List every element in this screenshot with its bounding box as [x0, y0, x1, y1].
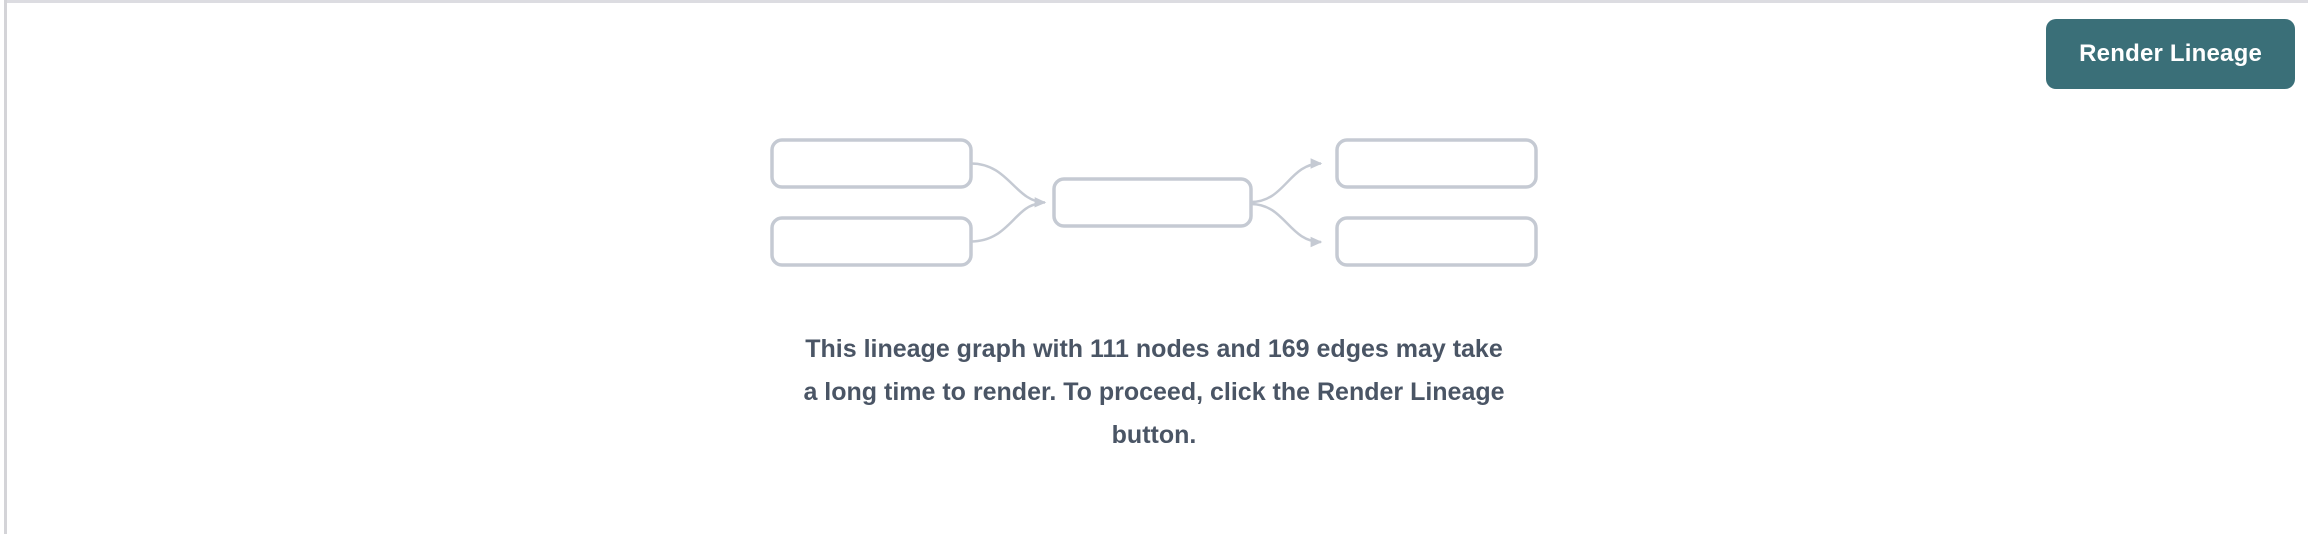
panel-left-divider [4, 0, 7, 534]
lineage-warning-line-2: a long time to render. To proceed, click… [803, 378, 1505, 406]
edge-topleft-to-middle [970, 162, 1047, 208]
lineage-warning-line-3: button. [1111, 421, 1197, 449]
lineage-warning-message: This lineage graph with 111 nodes and 16… [769, 328, 1539, 457]
lineage-warning-line-1: This lineage graph with 111 nodes and 16… [805, 335, 1503, 363]
lineage-empty-state: This lineage graph with 111 nodes and 16… [769, 135, 1539, 457]
edge-bottomleft-to-middle [970, 202, 1041, 243]
panel-top-border [4, 0, 2308, 3]
placeholder-node-top-left [770, 138, 973, 189]
placeholder-node-top-right [1335, 138, 1538, 189]
lineage-placeholder-graphic [770, 138, 1538, 267]
render-lineage-button-label: Render Lineage [2079, 40, 2262, 67]
placeholder-node-bottom-left [770, 216, 973, 267]
render-lineage-button[interactable]: Render Lineage [2046, 19, 2295, 89]
edge-middle-to-bottomright [1250, 202, 1323, 248]
edge-middle-to-topright [1250, 158, 1323, 204]
placeholder-node-middle [1052, 177, 1253, 228]
placeholder-node-bottom-right [1335, 216, 1538, 267]
